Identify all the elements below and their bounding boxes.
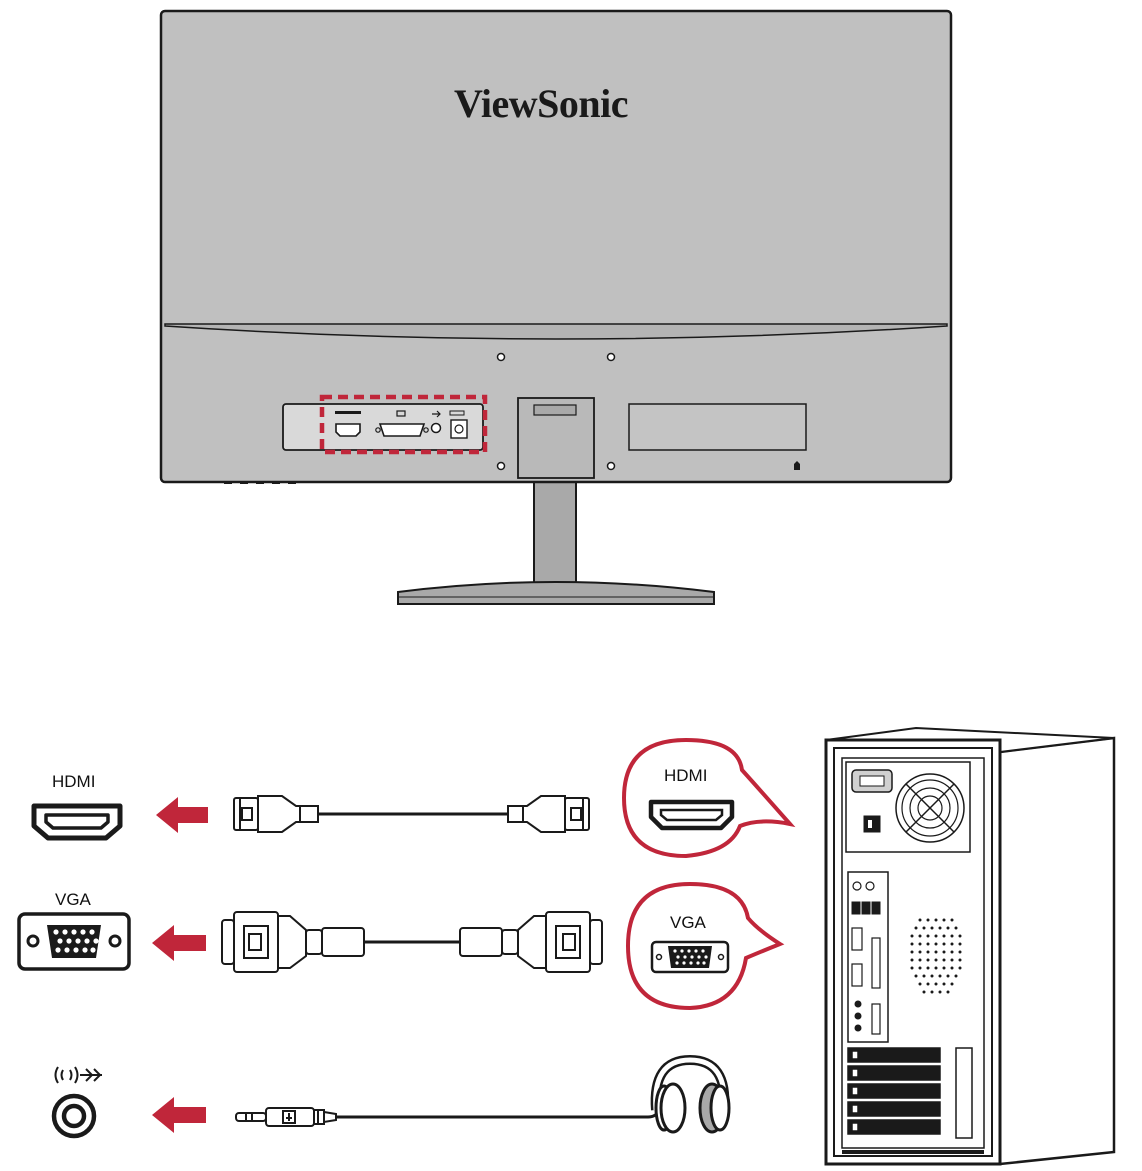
hdmi-arrow-icon [156, 797, 208, 833]
callout-vga-label: VGA [670, 913, 706, 932]
monitor-body [159, 9, 953, 484]
headphones-icon [650, 1054, 731, 1134]
vent-grille [910, 918, 962, 994]
expansion-slots [847, 1047, 941, 1135]
io-shield [847, 871, 889, 1043]
hdmi-cable [233, 795, 590, 833]
monitor-vga-port [378, 423, 426, 437]
vga-cable [221, 911, 603, 973]
callout-hdmi-label: HDMI [664, 766, 708, 785]
control-buttons [224, 481, 296, 484]
arrows [152, 797, 208, 1133]
vga-label: VGA [55, 890, 91, 909]
monitor-rear [159, 9, 953, 605]
vga-port-icon [17, 912, 131, 971]
kensington-slot [794, 461, 800, 470]
label-plate [628, 403, 807, 451]
hdmi-label: HDMI [52, 772, 96, 791]
stand-base [397, 581, 715, 605]
audio-cable [235, 1107, 662, 1127]
hdmi-callout [621, 737, 796, 859]
hdmi-port-icon [31, 803, 123, 841]
audio-arrow-icon [152, 1097, 206, 1133]
mount-screws [496, 352, 616, 471]
pc-tower [824, 726, 1116, 1166]
monitor-hdmi-port [335, 423, 361, 437]
monitor-audio-jack [430, 422, 442, 434]
audio-out-icon [51, 1066, 102, 1139]
port-highlight [319, 394, 488, 455]
vga-arrow-icon [152, 925, 206, 961]
monitor-brand-logo: ViewSonic [454, 81, 629, 126]
vga-callout [625, 881, 785, 1011]
